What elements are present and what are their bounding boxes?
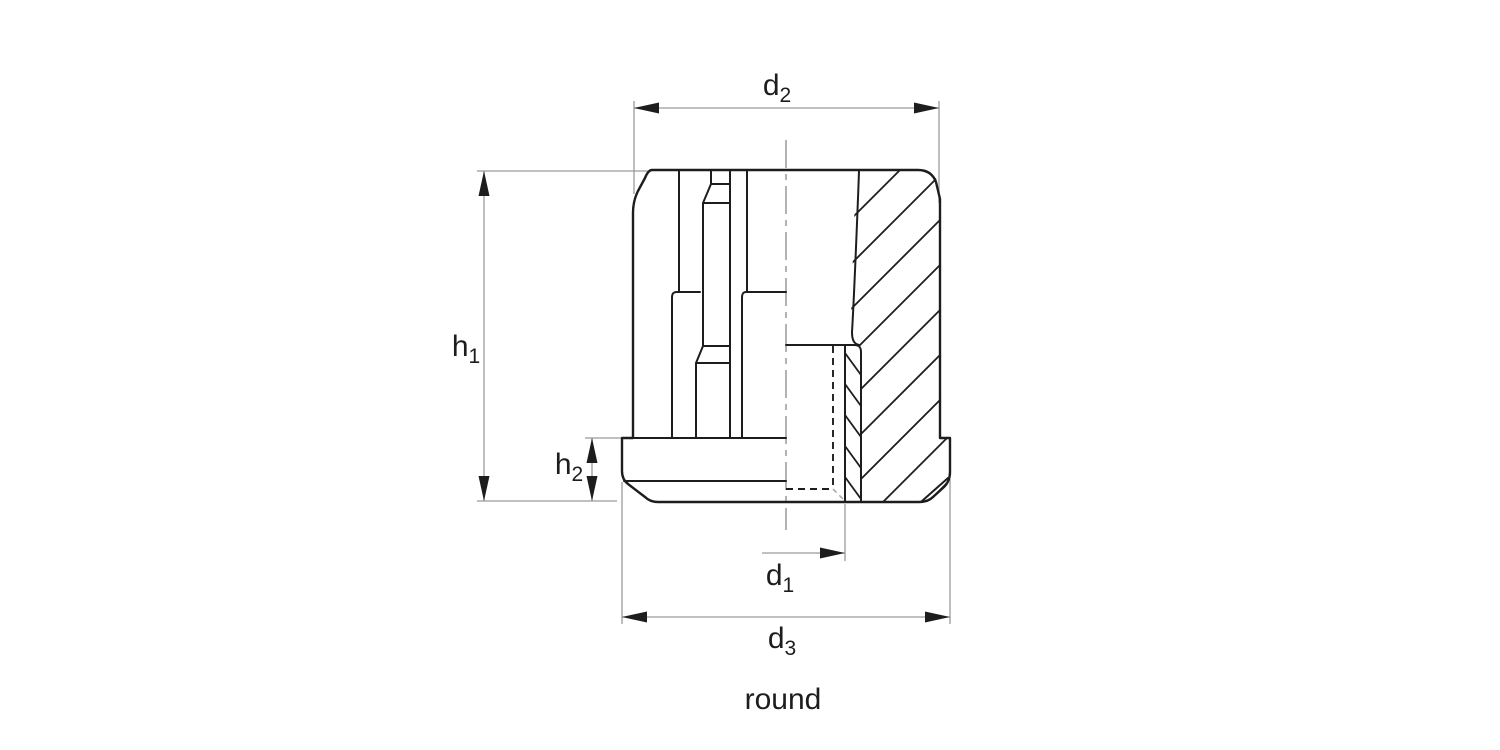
label-h2: h2 — [554, 448, 584, 486]
dim-d2-lines — [633, 101, 940, 203]
label-h1: h1 — [451, 330, 481, 368]
arrow-d3-right — [925, 611, 950, 623]
arrow-d3-left — [622, 611, 647, 623]
label-d2: d2 — [762, 69, 792, 107]
hidden-lines — [786, 346, 834, 490]
flange-lines — [621, 437, 787, 482]
arrow-d2-right — [914, 102, 939, 114]
arrow-h1-bottom — [478, 476, 490, 501]
dim-h1-lines — [477, 170, 649, 502]
flange-chamfer-line — [921, 477, 949, 502]
arrowheads — [478, 102, 950, 623]
hidden-corner-line — [832, 488, 846, 502]
arrow-h1-top — [478, 171, 490, 196]
knurl-lines — [671, 169, 787, 439]
arrow-d2-left — [634, 102, 659, 114]
arrow-d1-right — [820, 547, 845, 559]
label-d3: d3 — [767, 622, 797, 660]
thread-hatching — [844, 352, 862, 500]
label-d1: d1 — [765, 559, 795, 597]
object-lines — [620, 168, 952, 504]
dimension-lines — [477, 101, 951, 624]
dim-d3-lines — [621, 479, 951, 624]
arrow-h2-bottom — [586, 476, 598, 501]
section-hatching — [851, 169, 951, 503]
figure-caption: round — [744, 683, 822, 716]
arrow-h2-top — [586, 438, 598, 463]
